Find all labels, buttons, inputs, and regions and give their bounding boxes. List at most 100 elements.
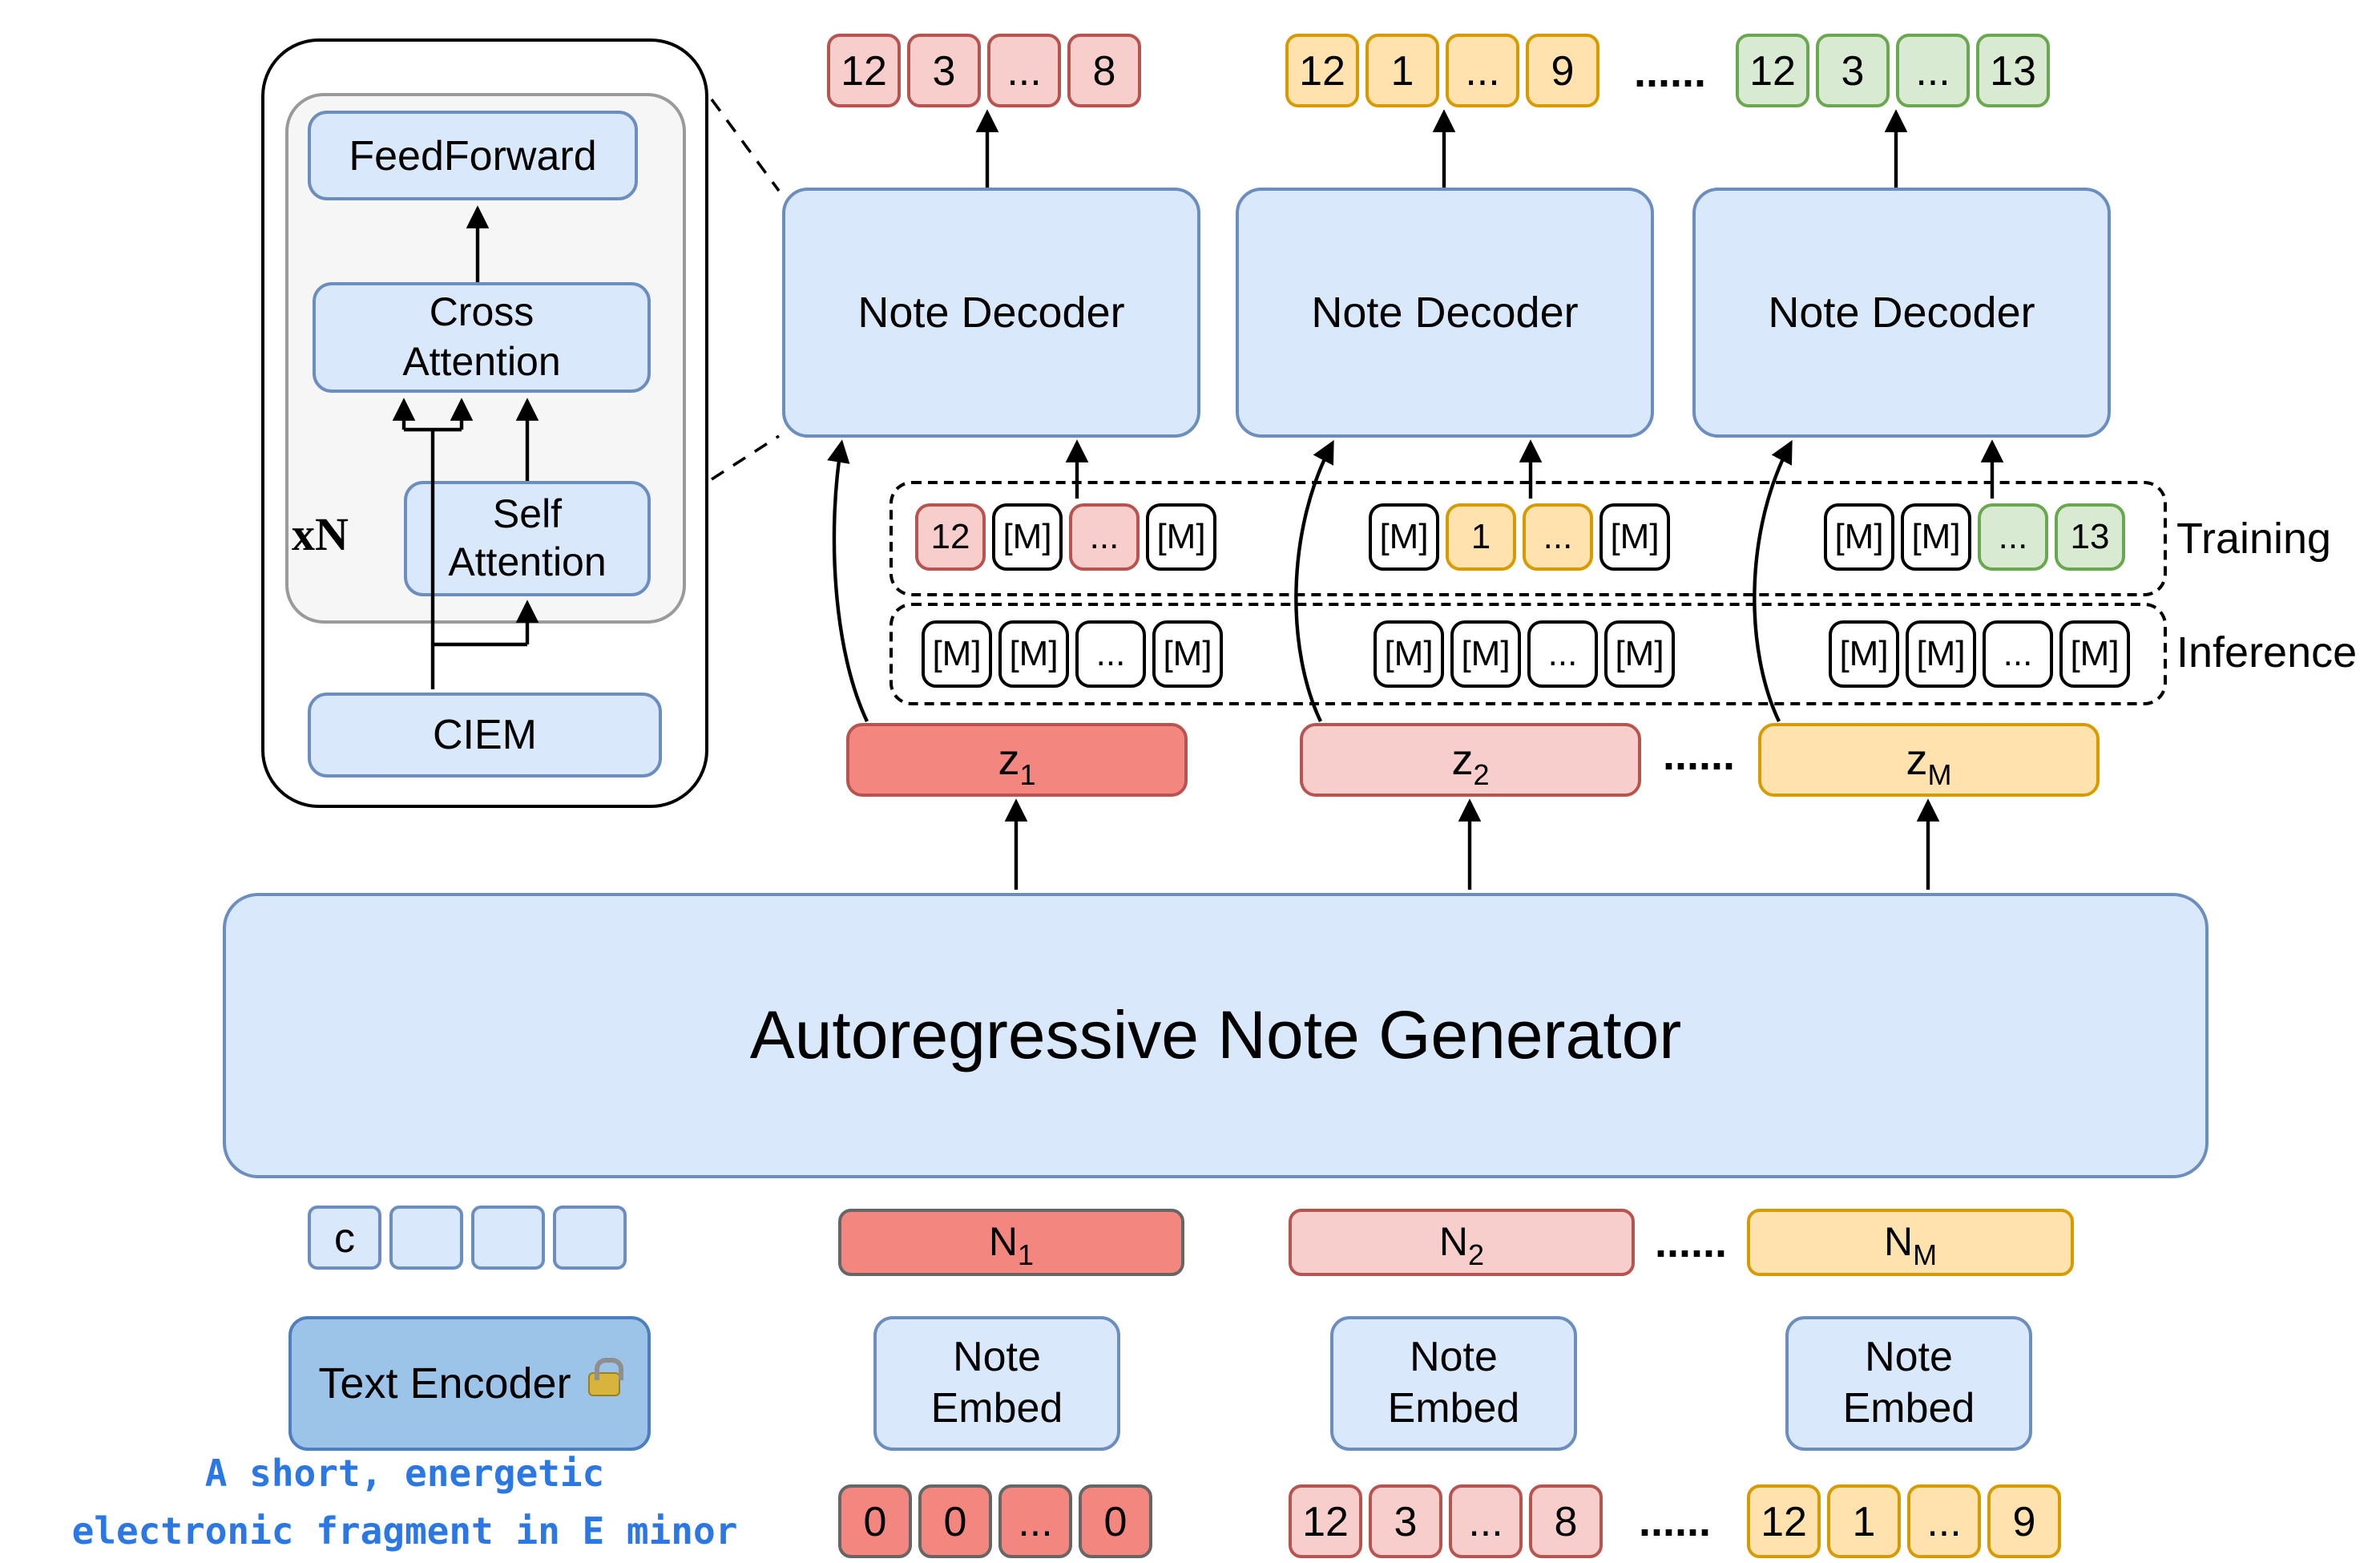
token: ... bbox=[1896, 34, 1970, 107]
c-token-empty bbox=[471, 1206, 545, 1270]
note-embed-3: Note Embed bbox=[1785, 1316, 2032, 1451]
token: 12 bbox=[1289, 1484, 1362, 1558]
token: ... bbox=[1983, 620, 2053, 688]
training-token-row-3: [M] [M] ... 13 bbox=[1824, 503, 2125, 571]
z2-sub: 2 bbox=[1473, 758, 1490, 791]
token: 12 bbox=[915, 503, 986, 571]
inference-label: Inference bbox=[2176, 628, 2358, 676]
token: ... bbox=[1527, 620, 1598, 688]
token: 1 bbox=[1827, 1484, 1901, 1558]
token: 12 bbox=[827, 34, 901, 107]
token: [M] bbox=[1906, 620, 1976, 688]
ellipsis-separator: ...... bbox=[1638, 1497, 1711, 1545]
note-decoder-2: Note Decoder bbox=[1236, 188, 1654, 438]
note-embed-label-1: Note bbox=[1410, 1332, 1498, 1381]
token: 0 bbox=[838, 1484, 912, 1558]
inference-token-row-2: [M] [M] ... [M] bbox=[1374, 620, 1675, 688]
token: [M] bbox=[1599, 503, 1670, 571]
token: 9 bbox=[1526, 34, 1599, 107]
repeat-count-label: xN bbox=[292, 510, 349, 561]
autoregressive-note-generator: Autoregressive Note Generator bbox=[223, 893, 2209, 1178]
output-token-row-3: 12 3 ... 13 bbox=[1736, 34, 2050, 107]
prompt-line-2: electronic fragment in E minor bbox=[71, 1512, 738, 1553]
token: [M] bbox=[1369, 503, 1439, 571]
note-seq-n1: N1 bbox=[838, 1209, 1184, 1276]
input-token-row-3: 12 1 ... 9 bbox=[1747, 1484, 2061, 1558]
prompt-line-1: A short, energetic bbox=[204, 1454, 605, 1496]
inference-masked-box bbox=[889, 603, 2167, 705]
token: [M] bbox=[2059, 620, 2130, 688]
token: ... bbox=[1978, 503, 2048, 571]
token: ... bbox=[1907, 1484, 1981, 1558]
ellipsis-separator: ...... bbox=[1654, 1218, 1727, 1266]
c-token-empty bbox=[553, 1206, 627, 1270]
token: 12 bbox=[1747, 1484, 1821, 1558]
latent-z1: z1 bbox=[846, 723, 1188, 797]
note-decoder-label: Note Decoder bbox=[1768, 288, 2035, 336]
token: ... bbox=[1523, 503, 1593, 571]
cross-attention-block: Cross Attention bbox=[313, 282, 651, 393]
note-embed-label-1: Note bbox=[953, 1332, 1041, 1381]
token: [M] bbox=[1901, 503, 1971, 571]
nM-sub: M bbox=[1913, 1239, 1938, 1271]
n1-base: N bbox=[988, 1220, 1019, 1265]
token: ... bbox=[1446, 34, 1519, 107]
token: [M] bbox=[1829, 620, 1899, 688]
token: 3 bbox=[1369, 1484, 1442, 1558]
input-token-row-1: 0 0 ... 0 bbox=[838, 1484, 1152, 1558]
token: [M] bbox=[992, 503, 1063, 571]
token: 3 bbox=[1816, 34, 1890, 107]
token: [M] bbox=[1450, 620, 1521, 688]
token: 1 bbox=[1446, 503, 1516, 571]
feedforward-label: FeedForward bbox=[349, 131, 597, 179]
self-attention-label-1: Self bbox=[492, 491, 563, 536]
generator-to-latent-arrows bbox=[1004, 798, 1940, 890]
token: 9 bbox=[1987, 1484, 2061, 1558]
token: 13 bbox=[2055, 503, 2125, 571]
input-token-row-2: 12 3 ... 8 bbox=[1289, 1484, 1603, 1558]
inference-token-row-3: [M] [M] ... [M] bbox=[1829, 620, 2130, 688]
token: ... bbox=[1449, 1484, 1523, 1558]
token: 1 bbox=[1365, 34, 1439, 107]
note-embed-label-2: Embed bbox=[930, 1383, 1063, 1432]
latent-zM: zM bbox=[1758, 723, 2100, 797]
c-token-empty bbox=[389, 1206, 463, 1270]
note-embed-label-1: Note bbox=[1865, 1332, 1953, 1381]
note-embed-1: Note Embed bbox=[873, 1316, 1120, 1451]
zM-base: z bbox=[1906, 736, 1928, 784]
text-prompt: A short, energetic electronic fragment i… bbox=[0, 1446, 809, 1561]
lock-icon bbox=[588, 1357, 624, 1395]
note-decoder-1: Note Decoder bbox=[782, 188, 1200, 438]
token: 0 bbox=[918, 1484, 992, 1558]
note-decoder-label: Note Decoder bbox=[1311, 288, 1579, 336]
output-token-row-2: 12 1 ... 9 bbox=[1285, 34, 1599, 107]
c-token: c bbox=[308, 1206, 381, 1270]
note-embed-2: Note Embed bbox=[1330, 1316, 1577, 1451]
n2-base: N bbox=[1438, 1220, 1469, 1265]
z1-base: z bbox=[998, 736, 1020, 784]
n2-sub: 2 bbox=[1468, 1239, 1485, 1271]
token: 0 bbox=[1079, 1484, 1152, 1558]
note-embed-label-2: Embed bbox=[1387, 1383, 1520, 1432]
token: [M] bbox=[1824, 503, 1894, 571]
n1-sub: 1 bbox=[1018, 1239, 1035, 1271]
token: 12 bbox=[1285, 34, 1359, 107]
ciem-label: CIEM bbox=[433, 710, 537, 758]
condition-token-row: c bbox=[308, 1206, 627, 1270]
latent-z2: z2 bbox=[1300, 723, 1641, 797]
training-masked-box bbox=[889, 481, 2167, 596]
token: ... bbox=[1075, 620, 1146, 688]
z1-sub: 1 bbox=[1019, 758, 1036, 791]
z2-base: z bbox=[1451, 736, 1474, 784]
nM-base: N bbox=[1883, 1220, 1914, 1265]
token: [M] bbox=[1374, 620, 1444, 688]
ciem-block: CIEM bbox=[308, 693, 662, 777]
token: [M] bbox=[1146, 503, 1216, 571]
training-token-row-1: 12 [M] ... [M] bbox=[915, 503, 1216, 571]
token: [M] bbox=[922, 620, 992, 688]
inference-token-row-1: [M] [M] ... [M] bbox=[922, 620, 1223, 688]
text-encoder-label: Text Encoder bbox=[318, 1359, 571, 1407]
token: 3 bbox=[907, 34, 981, 107]
training-label: Training bbox=[2176, 515, 2332, 563]
token: [M] bbox=[1604, 620, 1675, 688]
